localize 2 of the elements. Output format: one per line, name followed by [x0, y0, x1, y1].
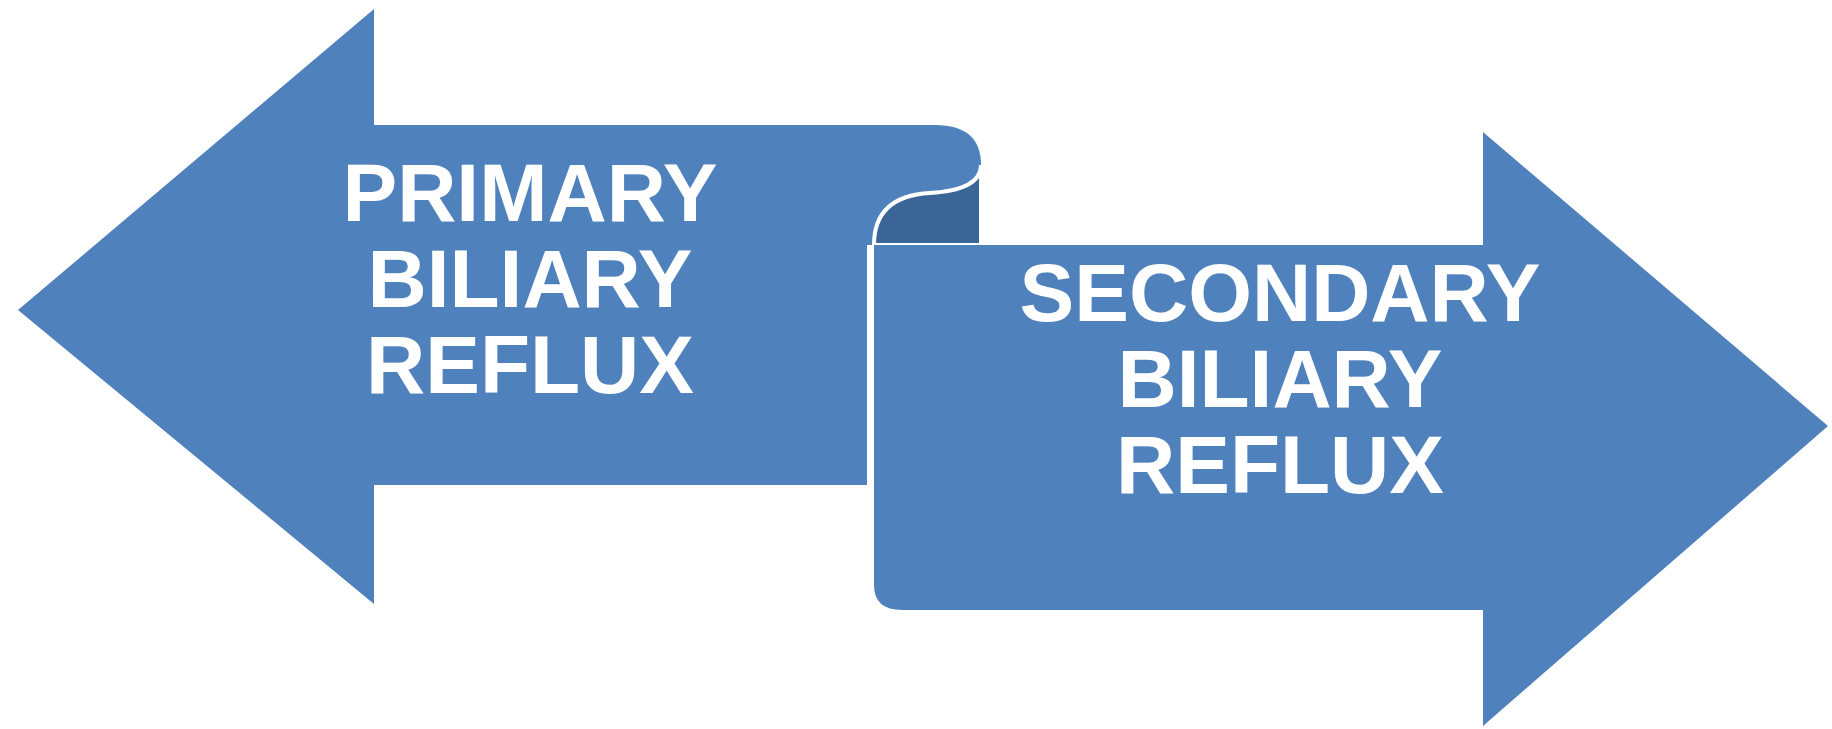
banner-text: PRIMARY BILIARY REFLUX: [341, 150, 719, 408]
banner-text: SECONDARY BILIARY REFLUX: [1018, 250, 1542, 508]
